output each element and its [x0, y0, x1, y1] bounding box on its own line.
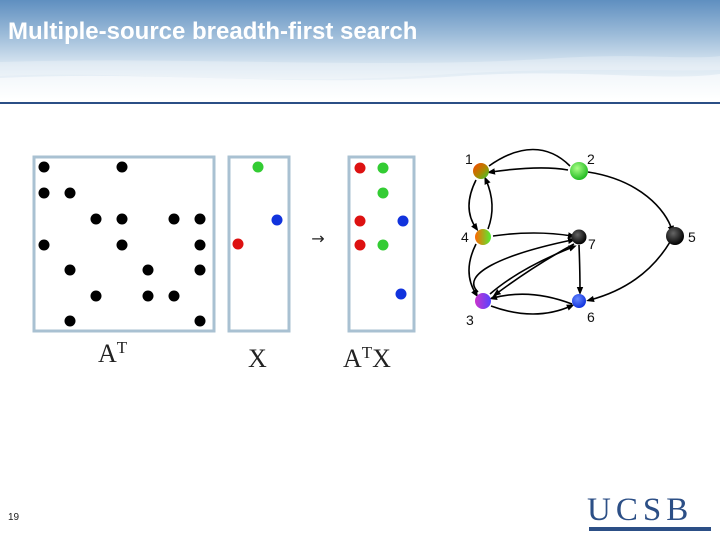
page-number: 19 [8, 512, 20, 523]
title-rule [0, 102, 720, 104]
node-label-3: 3 [466, 312, 474, 328]
matrix-dot [116, 161, 128, 173]
title-banner: Multiple-source breadth-first search [0, 0, 720, 100]
matrix-dot [38, 187, 50, 199]
matrix-dot [38, 239, 50, 251]
graph-edge [468, 179, 479, 232]
matrix-dot [90, 290, 102, 302]
matrix-atx [347, 155, 416, 333]
node-label-7: 7 [588, 236, 596, 252]
label-x: X [248, 344, 267, 373]
matrix-dot-red [354, 162, 366, 174]
matrix-dot [116, 239, 128, 251]
graph-edge [468, 243, 479, 298]
matrix-x [227, 155, 291, 333]
logo-wordmark: UCSB [587, 492, 693, 528]
graph-edge [492, 232, 576, 239]
graph-edge [484, 176, 493, 230]
matrix-dot [142, 290, 154, 302]
matrix-dot-blue [395, 288, 407, 300]
graph-edge [472, 237, 576, 293]
graph-edge [489, 293, 573, 305]
graph-edge [586, 241, 671, 303]
matrix-dot-green [377, 239, 389, 251]
matrix-dot [64, 187, 76, 199]
matrix-dot-green [377, 187, 389, 199]
label-at: AT [98, 338, 128, 368]
graph-edge [488, 148, 571, 167]
matrix-dot-blue [397, 215, 409, 227]
matrix-dot [168, 290, 180, 302]
graph-node-4 [475, 229, 491, 245]
matrix-dot [194, 239, 206, 251]
matrix-dot [142, 264, 154, 276]
ucsb-logo: UCSB [587, 492, 711, 531]
matrix-dot-green [252, 161, 264, 173]
logo-underline [589, 527, 711, 531]
graph-node-6 [572, 294, 586, 308]
node-label-2: 2 [587, 151, 595, 167]
arrow-glyph: → [311, 229, 324, 248]
graph-node-2 [570, 162, 588, 180]
matrix-dot [64, 264, 76, 276]
graph-node-1 [473, 163, 489, 179]
matrix-dot [38, 161, 50, 173]
matrix-dot-green [377, 162, 389, 174]
node-label-5: 5 [688, 229, 696, 245]
graph-edge [587, 171, 674, 234]
matrix-dot-red [354, 215, 366, 227]
graph-nodes [473, 162, 684, 309]
matrix-at [32, 155, 216, 333]
matrix-dot [64, 315, 76, 327]
graph-edge [487, 167, 569, 175]
matrix-dot [194, 213, 206, 225]
graph-edge [489, 245, 577, 295]
matrix-dot-red [354, 239, 366, 251]
slide-title: Multiple-source breadth-first search [8, 18, 418, 45]
graph-edge [490, 304, 575, 315]
node-label-1: 1 [465, 151, 473, 167]
graph-node-3 [475, 293, 491, 309]
matrix-dot [194, 264, 206, 276]
node-label-4: 4 [461, 229, 469, 245]
node-label-6: 6 [587, 309, 595, 325]
graph-node-5 [666, 227, 684, 245]
graph-edge [576, 244, 584, 295]
label-atx: ATX [343, 343, 391, 373]
matrix-dot-red [232, 238, 244, 250]
matrix-dot [194, 315, 206, 327]
matrix-dot-blue [271, 214, 283, 226]
graph-edge [492, 243, 575, 297]
graph-edges [468, 148, 674, 315]
matrix-dot [90, 213, 102, 225]
matrix-dot [168, 213, 180, 225]
matrix-dot [116, 213, 128, 225]
graph-node-7 [571, 229, 587, 245]
banner-wave [0, 56, 720, 100]
